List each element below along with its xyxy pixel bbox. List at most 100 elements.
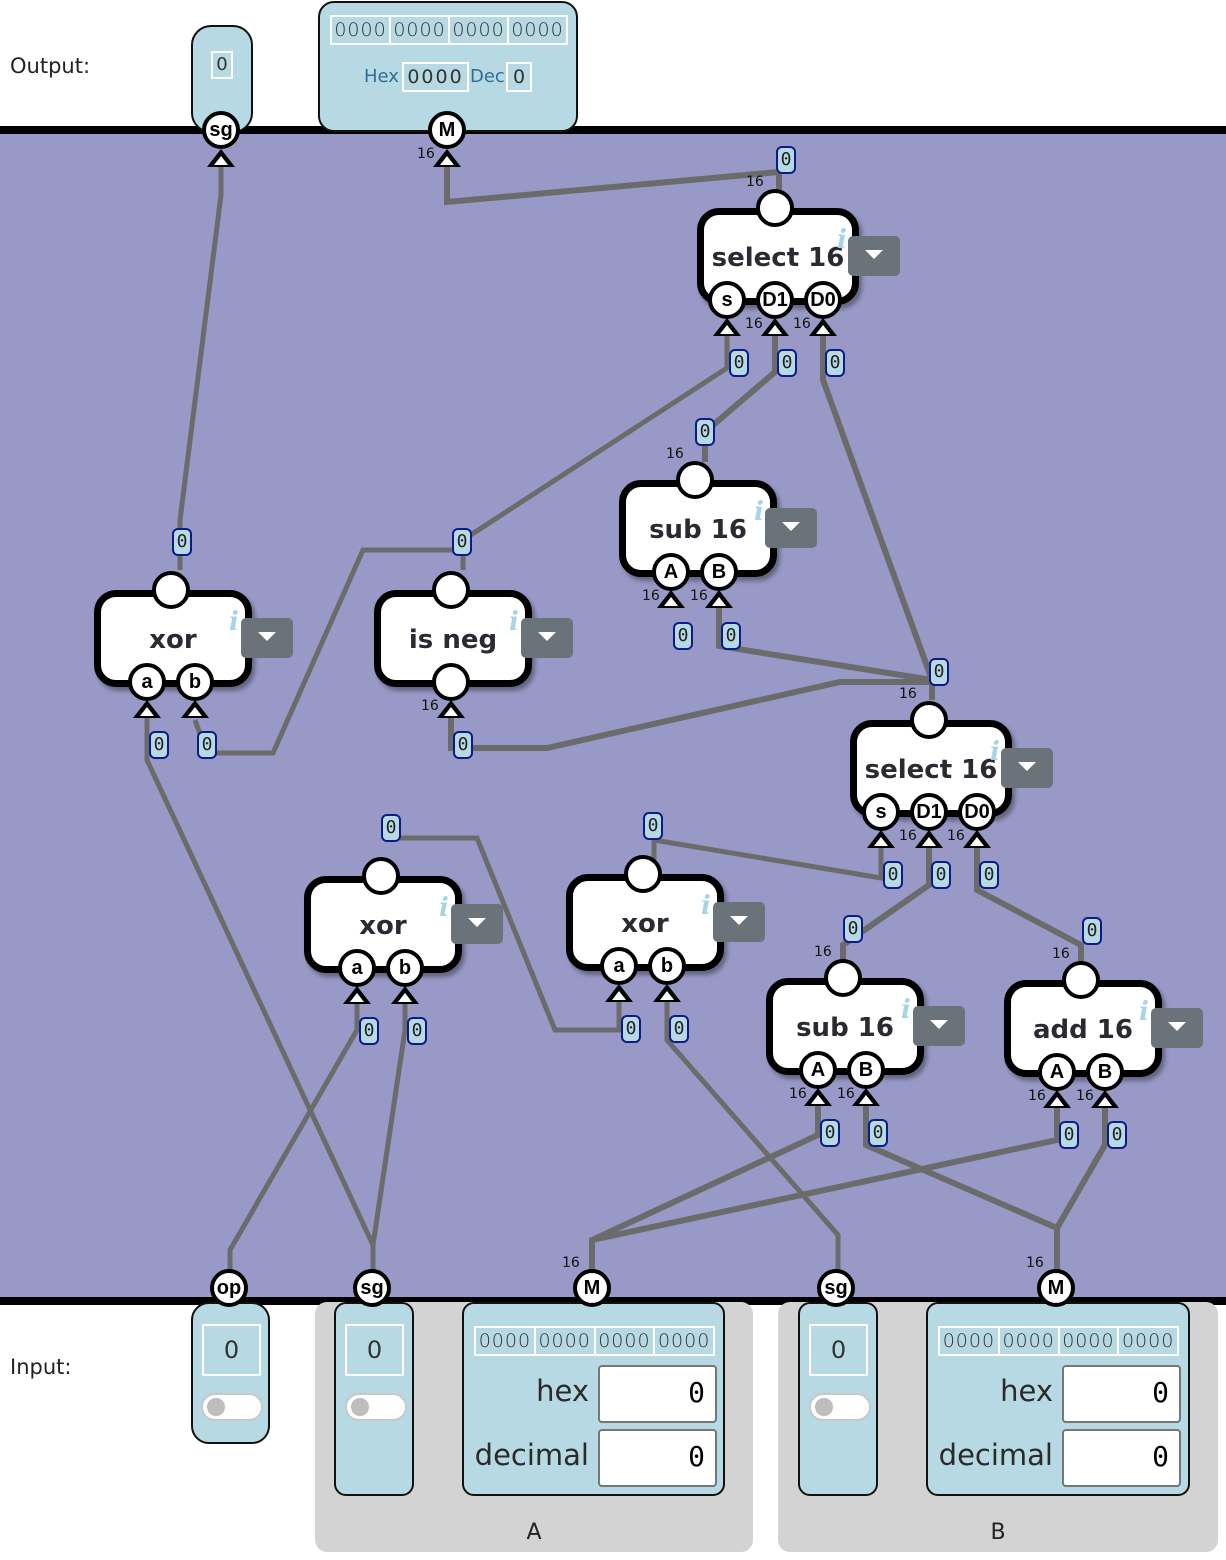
- group-label-b: B: [990, 1520, 1006, 1545]
- pin-a[interactable]: a: [338, 949, 376, 987]
- input-op-toggle[interactable]: [201, 1393, 263, 1421]
- bit-group[interactable]: 0000: [940, 1328, 1000, 1354]
- pin-b[interactable]: B: [847, 1051, 885, 1089]
- pin-d1[interactable]: D1: [756, 281, 794, 319]
- gate-title: is neg: [408, 625, 498, 655]
- bit-group[interactable]: 0000: [657, 1330, 711, 1352]
- bit-group[interactable]: 0000: [476, 1328, 536, 1354]
- input-b-hex-field[interactable]: 0: [1062, 1365, 1181, 1423]
- wire-value-probe: 0: [777, 349, 797, 377]
- bus-width: 16: [421, 698, 439, 714]
- input-pin-a-m[interactable]: M: [573, 1269, 611, 1307]
- gate-menu-dropdown[interactable]: [1001, 748, 1053, 788]
- gate-output-pin[interactable]: [1062, 961, 1100, 999]
- pin-s[interactable]: s: [708, 281, 746, 319]
- bus-width: 16: [1076, 1088, 1094, 1104]
- info-icon[interactable]: i: [701, 891, 711, 921]
- gate-menu-dropdown[interactable]: [521, 618, 573, 658]
- bit-group: 0000: [450, 17, 509, 43]
- pin-a[interactable]: a: [128, 663, 166, 701]
- gate-menu-dropdown[interactable]: [713, 902, 765, 942]
- input-b-sign-toggle[interactable]: [809, 1393, 871, 1421]
- info-icon[interactable]: i: [837, 225, 847, 255]
- gate-menu-dropdown[interactable]: [1151, 1008, 1203, 1048]
- pin-b[interactable]: b: [176, 663, 214, 701]
- bus-width: 16: [690, 588, 708, 604]
- gate-menu-dropdown[interactable]: [765, 508, 817, 548]
- bus-width: 16: [793, 316, 811, 332]
- pin-b[interactable]: b: [386, 949, 424, 987]
- gate-output-pin[interactable]: [152, 571, 190, 609]
- gate-output-pin[interactable]: [362, 857, 400, 895]
- bit-group[interactable]: 0000: [1060, 1328, 1120, 1354]
- gate-sub-mid[interactable]: sub 16 i: [619, 480, 777, 577]
- input-a-bits: 0000 0000 0000 0000: [474, 1326, 715, 1356]
- gate-output-pin[interactable]: [756, 189, 794, 227]
- input-pin-b-m[interactable]: M: [1037, 1269, 1075, 1307]
- output-pin-sg[interactable]: sg: [202, 111, 240, 149]
- wire-value-probe: 0: [1082, 917, 1102, 945]
- wire-value-probe: 0: [172, 528, 192, 556]
- wire-value-probe: 0: [673, 622, 693, 650]
- bus-width: 16: [899, 828, 917, 844]
- gate-output-pin[interactable]: [432, 571, 470, 609]
- gate-output-pin[interactable]: [676, 461, 714, 499]
- gate-output-pin[interactable]: [910, 701, 948, 739]
- gate-input-pin[interactable]: [432, 663, 470, 701]
- pin-a[interactable]: A: [1038, 1053, 1076, 1091]
- info-icon[interactable]: i: [901, 995, 911, 1025]
- bit-group[interactable]: 0000: [536, 1328, 596, 1354]
- info-icon[interactable]: i: [439, 893, 449, 923]
- pin-a[interactable]: a: [600, 947, 638, 985]
- pin-a[interactable]: A: [652, 553, 690, 591]
- pin-d1[interactable]: D1: [910, 793, 948, 831]
- bit-group: 0000: [391, 17, 450, 43]
- bit-group[interactable]: 0000: [1000, 1328, 1060, 1354]
- input-b-sign-panel: 0: [798, 1302, 878, 1496]
- pin-s[interactable]: s: [862, 793, 900, 831]
- input-b-bits: 0000 0000 0000 0000: [938, 1326, 1179, 1356]
- info-icon[interactable]: i: [509, 607, 519, 637]
- pin-a[interactable]: A: [799, 1051, 837, 1089]
- bit-group[interactable]: 0000: [1121, 1330, 1175, 1352]
- bus-width: 16: [562, 1255, 580, 1271]
- wire-value-probe: 0: [931, 861, 951, 889]
- info-icon[interactable]: i: [229, 607, 239, 637]
- input-bar: [0, 1297, 1226, 1305]
- bus-width: 16: [1026, 1255, 1044, 1271]
- info-icon[interactable]: i: [990, 737, 1000, 767]
- pin-b[interactable]: B: [1086, 1053, 1124, 1091]
- pin-d0[interactable]: D0: [958, 793, 996, 831]
- gate-output-pin[interactable]: [624, 855, 662, 893]
- output-pin-m[interactable]: M: [428, 111, 466, 149]
- bus-width: 16: [745, 316, 763, 332]
- input-a-sign-toggle[interactable]: [345, 1393, 407, 1421]
- gate-output-pin[interactable]: [824, 959, 862, 997]
- info-icon[interactable]: i: [1139, 997, 1149, 1027]
- pin-d0[interactable]: D0: [804, 281, 842, 319]
- gate-menu-dropdown[interactable]: [913, 1006, 965, 1046]
- input-a-hex-field[interactable]: 0: [598, 1365, 717, 1423]
- gate-menu-dropdown[interactable]: [451, 904, 503, 944]
- wire-value-probe: 0: [721, 622, 741, 650]
- pin-b[interactable]: B: [700, 553, 738, 591]
- wire-value-probe: 0: [669, 1015, 689, 1043]
- wire-value-probe: 0: [1107, 1121, 1127, 1149]
- input-pin-op[interactable]: op: [210, 1269, 248, 1307]
- gate-title: select 16: [864, 755, 998, 785]
- bit-group: 0000: [511, 19, 564, 41]
- input-a-decimal-field[interactable]: 0: [598, 1429, 717, 1487]
- gate-menu-dropdown[interactable]: [848, 236, 900, 276]
- input-pin-a-sg[interactable]: sg: [353, 1269, 391, 1307]
- input-op-panel: 0: [191, 1302, 270, 1444]
- wire-value-probe: 0: [776, 146, 796, 174]
- pin-b[interactable]: b: [648, 947, 686, 985]
- input-pin-b-sg[interactable]: sg: [817, 1269, 855, 1307]
- info-icon[interactable]: i: [754, 497, 764, 527]
- bus-width: 16: [666, 446, 684, 462]
- gate-menu-dropdown[interactable]: [241, 618, 293, 658]
- input-b-decimal-field[interactable]: 0: [1062, 1429, 1181, 1487]
- hex-label: hex: [1000, 1374, 1053, 1408]
- decimal-label: decimal: [474, 1438, 589, 1472]
- bit-group[interactable]: 0000: [596, 1328, 656, 1354]
